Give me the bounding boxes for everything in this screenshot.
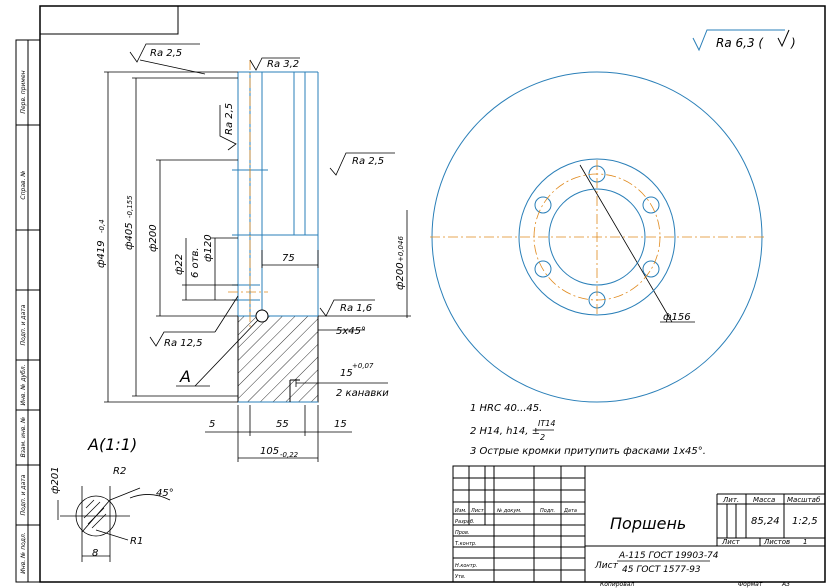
detail-hatch	[83, 499, 107, 529]
material-line2: 45 ГОСТ 1577-93	[622, 565, 701, 575]
part-name: Поршень	[610, 514, 686, 533]
dim-d405: ф405	[124, 222, 135, 250]
dim-groove-count: 2 канавки	[336, 388, 389, 399]
detail-d201: ф201	[50, 466, 61, 494]
dim-w105-tol: -0,22	[280, 451, 299, 459]
callout-a: А	[179, 367, 191, 386]
roughness-groove: Ra 12,5	[164, 338, 203, 349]
roughness-face: Ra 1,6	[340, 303, 372, 314]
material-prefix: Лист	[594, 561, 619, 571]
dim-groove-w: 15	[340, 368, 353, 379]
roughness-vertical: Ra 2,5	[224, 103, 235, 135]
detail-a	[57, 486, 171, 562]
general-roughness-mark	[692, 29, 785, 52]
lit-header: Лит.	[722, 496, 739, 504]
left-margin-strip	[15, 39, 41, 583]
dim-d120: ф120	[203, 234, 214, 262]
margin-label-sprav: Справ. №	[20, 170, 27, 199]
col-date: Дата	[563, 508, 577, 514]
dim-holes6: 6 отв.	[190, 247, 201, 278]
margin-label-inv-dubl: Инв. № дубл.	[20, 364, 27, 405]
col-list: Лист	[470, 508, 485, 514]
row-razrab: Разраб.	[455, 519, 475, 525]
roughness-top: Ra 2,5	[150, 48, 182, 59]
detail-angle: 45°	[156, 488, 174, 499]
detail-title: А(1:1)	[87, 435, 137, 454]
margin-label-podp1: Подп. и дата	[20, 304, 27, 345]
detail-r2: R2	[113, 466, 126, 477]
dim-d200-right: ф200	[395, 262, 406, 290]
margin-label-inv-podl: Инв. № подл.	[20, 532, 27, 573]
note-2-frac-top: IT14	[538, 419, 555, 428]
sheets-count: 1	[803, 538, 807, 546]
detail-r1: R1	[130, 536, 143, 547]
roughness-top-right: Ra 3,2	[267, 59, 299, 70]
margin-label-vzam: Взам. инв. №	[20, 417, 27, 458]
dim-chamfer: 5х45°	[336, 326, 366, 337]
note-1: 1 HRC 40...45.	[470, 403, 542, 414]
col-sign: Подп.	[540, 508, 555, 514]
material-line1: А-115 ГОСТ 19903-74	[618, 551, 719, 561]
section-view	[228, 60, 319, 403]
note-2: 2 H14, h14, ±	[470, 426, 540, 437]
col-doc: № докум.	[496, 508, 522, 514]
col-izm: Изм.	[455, 508, 467, 514]
mass-header: Масса	[753, 496, 775, 504]
sheet-label: Лист	[721, 538, 741, 546]
dim-d200: ф200	[148, 224, 159, 252]
general-roughness-label: Ra 6,3 (	[716, 36, 764, 50]
scale-value: 1:2,5	[792, 516, 818, 527]
dim-d419-tol: -0,4	[98, 219, 106, 233]
sheets-label: Листов	[763, 538, 790, 546]
dimension-lines	[104, 71, 695, 462]
roughness-flags	[129, 43, 395, 347]
row-utv: Утв.	[455, 574, 466, 580]
groove-circle	[255, 309, 269, 323]
dim-w5: 5	[209, 419, 215, 430]
scale-header: Масштаб	[787, 496, 821, 504]
row-tkontr: Т.контр.	[455, 541, 477, 547]
dim-d200-right-tol: +0,046	[397, 236, 405, 262]
dim-d405-tol: -0,155	[126, 195, 134, 218]
dim-w15: 15	[334, 419, 347, 430]
general-roughness-close: )	[790, 36, 796, 50]
note-3: 3 Острые кромки притупить фасками 1х45°.	[470, 446, 706, 457]
plan-view	[430, 71, 765, 403]
dim-groove-tol: +0,07	[352, 362, 374, 370]
margin-label-podp2: Подп. и дата	[20, 474, 27, 515]
dim-d419: ф419	[96, 240, 107, 268]
dim-d22: ф22	[174, 254, 185, 275]
check-mark-icon	[777, 29, 790, 48]
bottom-copied: Копировал	[600, 581, 634, 588]
detail-w8: 8	[92, 548, 98, 559]
dim-w75: 75	[282, 253, 295, 264]
bottom-format: Формат	[738, 581, 763, 588]
mass-value: 85,24	[751, 516, 780, 527]
roughness-bore: Ra 2,5	[352, 156, 384, 167]
margin-label-perv: Перв. примен	[20, 70, 27, 113]
dim-w105: 105	[260, 446, 279, 457]
dim-d156: ф156	[663, 312, 691, 323]
note-2-frac-bottom: 2	[540, 433, 545, 442]
bottom-format-value: А3	[781, 581, 790, 588]
dim-w55: 55	[276, 419, 289, 430]
row-nkontr: Н.контр.	[455, 563, 477, 569]
section-hatch	[237, 315, 319, 403]
row-prov: Пров.	[455, 530, 470, 536]
title-block	[452, 465, 826, 583]
